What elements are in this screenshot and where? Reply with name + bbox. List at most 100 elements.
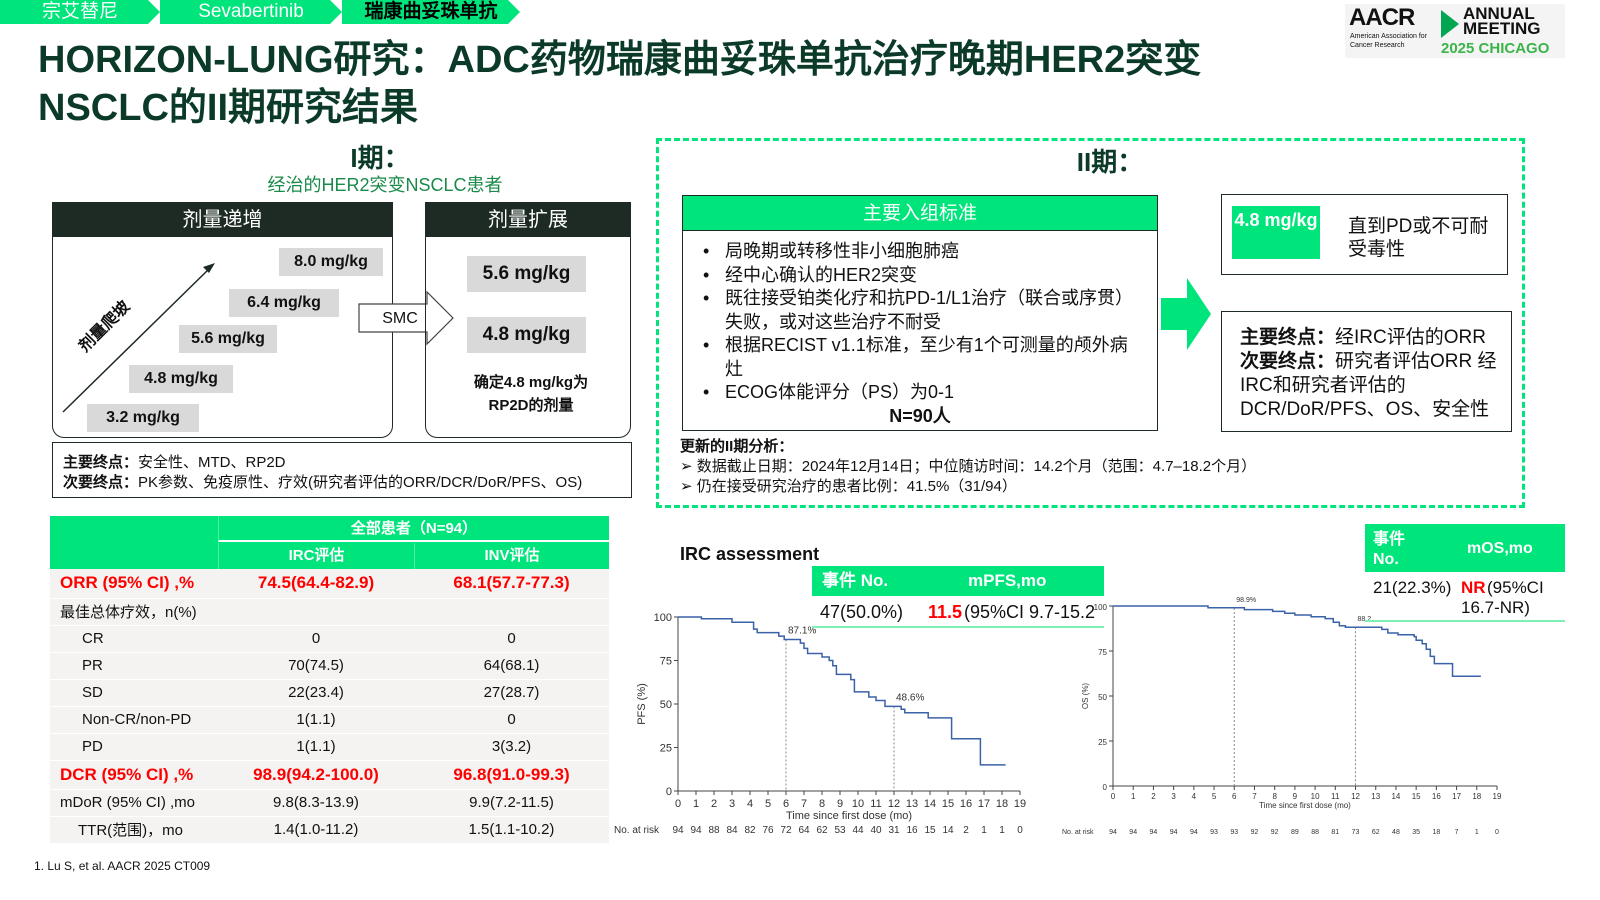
at-risk-value: 84 [726, 825, 738, 836]
at-risk-value: 62 [1372, 829, 1380, 836]
x-tick-label: 0 [1111, 792, 1116, 801]
table-cell-inv: 27(28.7) [483, 684, 540, 701]
at-risk-value: 0 [1017, 825, 1023, 836]
pfs-curve [678, 616, 1006, 766]
x-tick-label: 6 [1232, 792, 1237, 801]
x-tick-label: 16 [960, 798, 972, 810]
logo-year-city: 2025 CHICAGO [1441, 40, 1550, 57]
table-cell-label: CR [82, 630, 104, 647]
phase2-heading: II期： [1076, 147, 1144, 177]
flow-arrow-icon [1161, 278, 1211, 350]
at-risk-value: 94 [672, 825, 684, 836]
rp2d-text: 确定4.8 mg/kg为RP2D的剂量 [473, 374, 589, 414]
at-risk-value: 94 [1150, 829, 1158, 836]
table-cell-inv: 96.8(91.0-99.3) [453, 764, 570, 784]
at-risk-value: 93 [1210, 829, 1218, 836]
x-tick-label: 15 [1412, 792, 1421, 801]
secondary-endpoint-label: 次要终点： [1240, 351, 1336, 372]
logo-event: ANNUAL MEETING [1463, 4, 1541, 38]
x-tick-label: 9 [1293, 792, 1298, 801]
table-cell-irc: 1(1.1) [296, 711, 336, 728]
dose-escalation-header: 剂量递增 [53, 203, 392, 237]
x-tick-label: 9 [837, 798, 843, 810]
dose-level: 6.4 mg/kg [229, 289, 339, 317]
phase2-dose-box: 4.8 mg/kg 直到PD或不可耐受毒性 [1221, 194, 1508, 275]
table-cell-inv: 0 [507, 630, 516, 647]
x-tick-label: 10 [852, 798, 864, 810]
x-tick-label: 12 [1351, 792, 1360, 801]
x-tick-label: 17 [1452, 792, 1461, 801]
dose-expansion-header: 剂量扩展 [426, 203, 630, 237]
x-tick-label: 2 [1151, 792, 1156, 801]
sample-size: N=90人 [889, 405, 951, 426]
x-tick-label: 12 [888, 798, 900, 810]
table-cell-label: PR [82, 657, 103, 674]
table-cell-inv: 9.9(7.2-11.5) [469, 794, 554, 811]
aacr-logo: AACR American Association for Cancer Res… [1345, 4, 1565, 58]
table-cell-label: SD [82, 684, 103, 701]
at-risk-value: 92 [1251, 829, 1259, 836]
smc-label: SMC [382, 310, 418, 327]
logo-org: AACR [1349, 4, 1415, 31]
inclusion-item: 局晚期或转移性非小细胞肺癌 [683, 240, 1133, 264]
y-tick-label: 75 [1098, 648, 1107, 657]
inclusion-box: 主要入组标准 局晚期或转移性非小细胞肺癌 经中心确认的HER2突变 既往接受铂类… [682, 195, 1158, 431]
table-cell-irc: 1.4(1.0-11.2) [273, 821, 359, 838]
secondary-endpoint-value: PK参数、免疫原性、疗效(研究者评估的ORR/DCR/DoR/PFS、OS) [138, 474, 583, 491]
x-tick-label: 5 [765, 798, 771, 810]
x-tick-label: 7 [1252, 792, 1257, 801]
at-risk-value: 31 [888, 825, 900, 836]
smc-arrow-icon [358, 290, 454, 346]
os-events-header: 事件 No. [1373, 531, 1406, 568]
table-cell-inv: 1.5(1.1-10.2) [468, 821, 555, 838]
y-tick-label: 75 [660, 656, 672, 668]
x-tick-label: 4 [747, 798, 753, 810]
x-tick-label: 2 [711, 798, 717, 810]
inclusion-header: 主要入组标准 [683, 196, 1157, 231]
table-row: 最佳总体疗效，n(%) [50, 598, 609, 625]
y-tick-label: 100 [1094, 603, 1108, 612]
at-risk-value: 82 [744, 825, 756, 836]
footnote: 1. Lu S, et al. AACR 2025 CT009 [34, 859, 211, 873]
at-risk-value: 35 [1412, 829, 1420, 836]
table-cell-irc: 9.8(8.3-13.9) [273, 794, 359, 811]
x-tick-label: 8 [819, 798, 825, 810]
pfs-summary: 事件 No. mPFS,mo 47(50.0%) 11.5 (95%CI 9.7… [812, 566, 1104, 628]
table-cell-label: Non-CR/non-PD [82, 711, 192, 728]
table-cell-label: TTR(范围)，mo [78, 822, 183, 839]
x-tick-label: 5 [1212, 792, 1217, 801]
tab-trastuzumab-rezetecan[interactable]: 瑞康曲妥珠单抗 [342, 0, 520, 24]
x-tick-label: 13 [906, 798, 918, 810]
table-cell-label: 最佳总体疗效，n(%) [60, 604, 197, 621]
x-tick-label: 14 [1391, 792, 1400, 801]
at-risk-value: 1 [981, 825, 987, 836]
phase1-subtitle: 经治的HER2突变NSCLC患者 [267, 175, 503, 195]
primary-endpoint-value: 安全性、MTD、RP2D [138, 454, 286, 471]
table-cell-irc: 74.5(64.4-82.9) [257, 573, 375, 593]
annotation-label: 87.1% [788, 625, 816, 636]
table-cell-irc: 22(23.4) [288, 684, 344, 701]
at-risk-label: No. at risk [1062, 829, 1094, 836]
primary-endpoint-value: 经IRC评估的ORR [1335, 327, 1486, 348]
x-tick-label: 14 [924, 798, 936, 810]
tab-sevabertinib[interactable]: Sevabertinib [160, 0, 342, 24]
x-tick-label: 17 [978, 798, 990, 810]
annotation-label: 48.6% [896, 692, 924, 703]
pfs-events: 47(50.0%) [820, 602, 904, 622]
at-risk-value: 94 [1190, 829, 1198, 836]
at-risk-value: 15 [924, 825, 936, 836]
x-tick-label: 10 [1311, 792, 1320, 801]
table-group-header: 全部患者（N=94） [218, 516, 609, 542]
x-axis-label: Time since first dose (mo) [786, 810, 912, 822]
phase2-dose-desc: 直到PD或不可耐受毒性 [1348, 216, 1489, 260]
at-risk-value: 53 [834, 825, 846, 836]
table-cell-label: PD [82, 738, 103, 755]
tab-zongaitini[interactable]: 宗艾替尼 [0, 0, 160, 24]
mpfs-header: mPFS,mo [968, 571, 1047, 590]
x-tick-label: 19 [1014, 798, 1026, 810]
y-tick-label: 0 [1103, 783, 1108, 792]
x-tick-label: 18 [996, 798, 1008, 810]
